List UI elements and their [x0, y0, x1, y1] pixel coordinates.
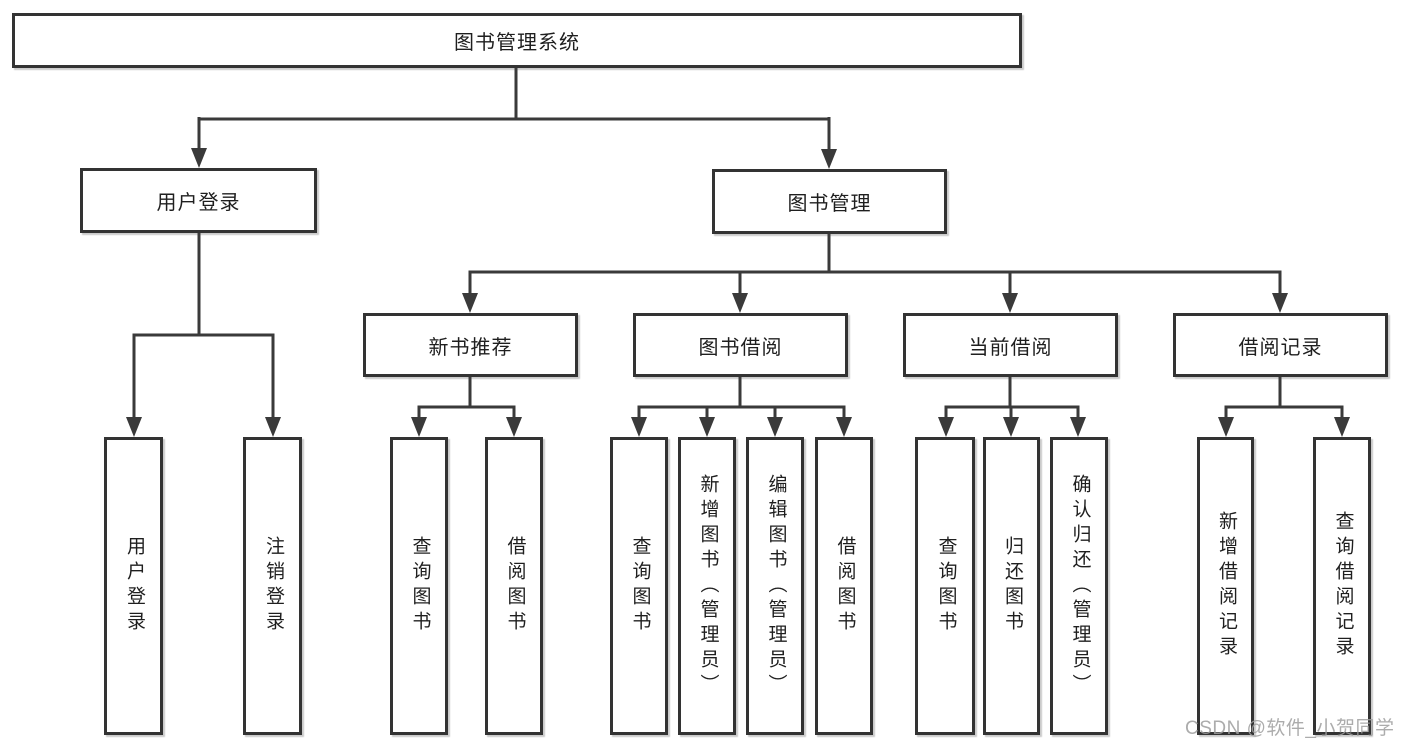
csdn-watermark: CSDN @软件_小贺同学: [1185, 718, 1395, 739]
leaf-edit-books-admin: 编辑图书（管理员）: [746, 437, 804, 735]
node-new-book-recommend: 新书推荐: [363, 313, 578, 377]
node-label: 用户登录: [123, 536, 145, 636]
leaf-logout: 注销登录: [243, 437, 302, 735]
leaf-return-books: 归还图书: [983, 437, 1040, 735]
node-user-login-group: 用户登录: [80, 168, 317, 233]
node-label: 当前借阅: [968, 336, 1053, 359]
node-label: 用户登录: [156, 192, 241, 214]
leaf-query-books-1: 查询图书: [390, 437, 448, 735]
leaf-borrow-books-2: 借阅图书: [815, 437, 873, 735]
node-current-borrowing: 当前借阅: [903, 313, 1118, 377]
node-label: 新增借阅记录: [1215, 511, 1237, 661]
leaf-query-borrow-record: 查询借阅记录: [1313, 437, 1371, 735]
leaf-add-borrow-record: 新增借阅记录: [1197, 437, 1254, 735]
leaf-query-books-3: 查询图书: [915, 437, 975, 735]
node-label: 借阅图书: [504, 536, 526, 636]
leaf-confirm-return-admin: 确认归还（管理员）: [1050, 437, 1108, 735]
node-label: 归还图书: [1001, 536, 1023, 636]
node-borrow-records: 借阅记录: [1173, 313, 1388, 377]
node-library-system: 图书管理系统: [12, 13, 1022, 68]
node-label: 借阅图书: [834, 536, 856, 636]
node-book-borrowing: 图书借阅: [633, 313, 848, 377]
node-label: 注销登录: [262, 536, 284, 636]
leaf-user-login: 用户登录: [104, 437, 163, 735]
leaf-borrow-books-1: 借阅图书: [485, 437, 543, 735]
node-book-management: 图书管理: [712, 169, 947, 234]
node-label: 借阅记录: [1238, 336, 1323, 359]
node-label: 图书管理: [787, 193, 872, 215]
node-label: 图书借阅: [698, 336, 783, 359]
node-label: 新书推荐: [428, 336, 513, 359]
node-label: 查询图书: [409, 536, 431, 636]
node-label: 查询借阅记录: [1332, 511, 1354, 661]
node-label: 查询图书: [629, 536, 651, 636]
node-label: 确认归还（管理员）: [1069, 473, 1091, 699]
node-label: 编辑图书（管理员）: [765, 473, 787, 699]
node-label: 图书管理系统: [454, 32, 580, 54]
leaf-add-books-admin: 新增图书（管理员）: [678, 437, 736, 735]
leaf-query-books-2: 查询图书: [610, 437, 668, 735]
node-label: 查询图书: [935, 536, 957, 636]
node-label: 新增图书（管理员）: [697, 473, 719, 699]
